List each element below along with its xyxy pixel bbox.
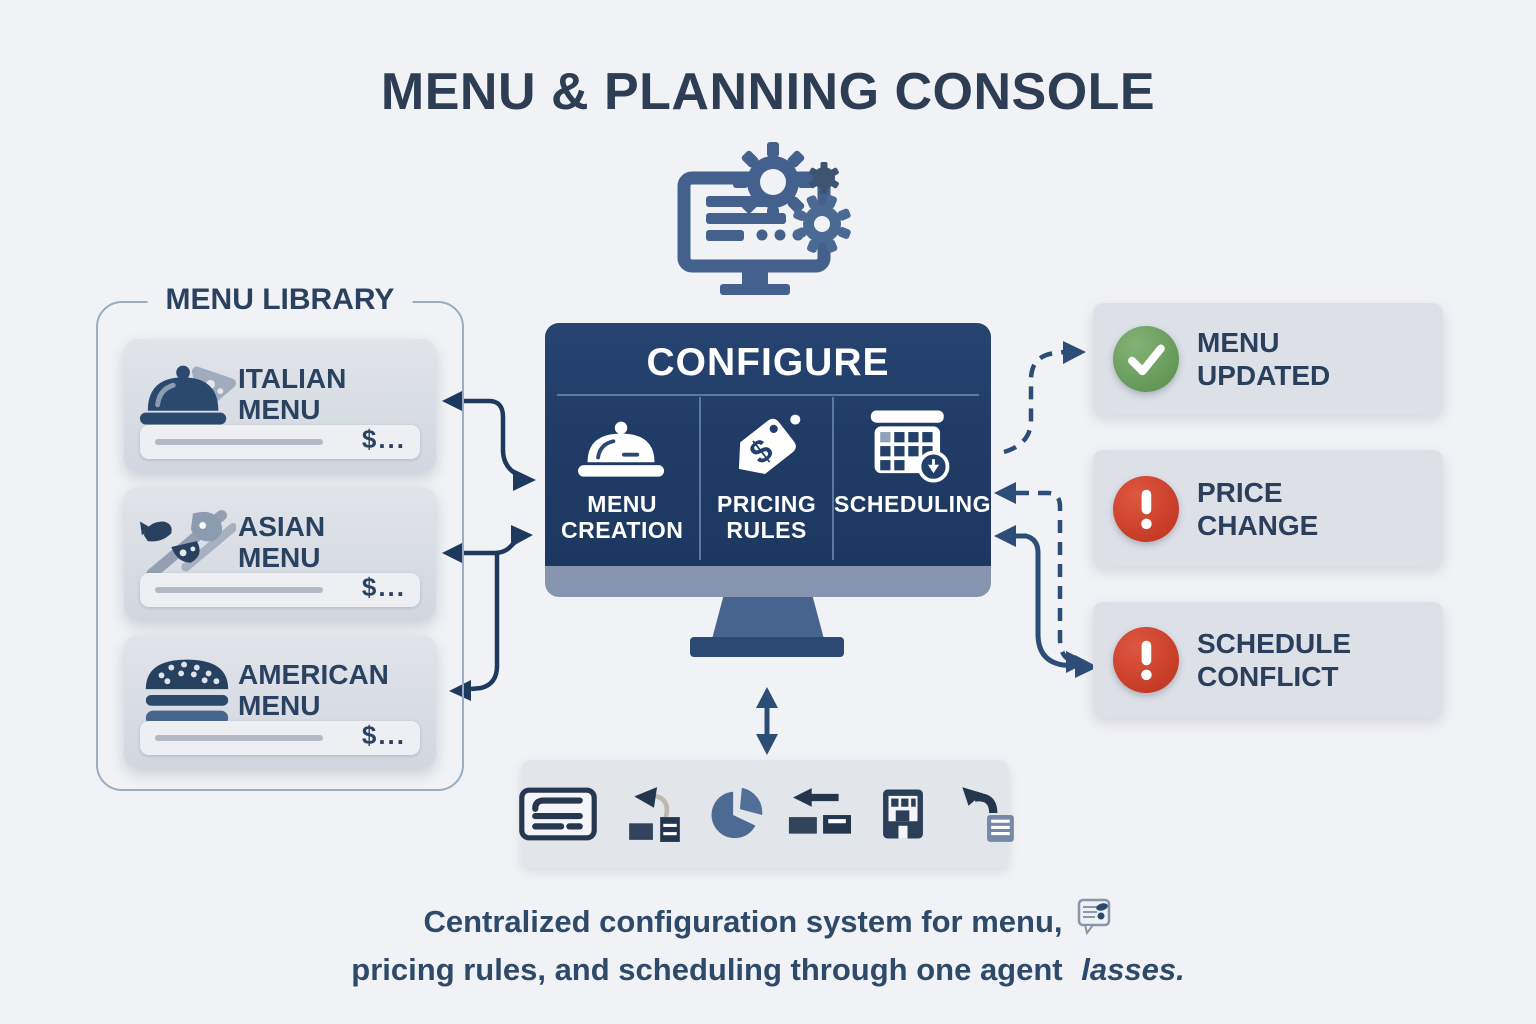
status-schedule-conflict[interactable]: SCHEDULE CONFLICT — [1093, 602, 1443, 718]
calendar-clock-icon — [869, 410, 955, 483]
monitor-base — [690, 637, 844, 657]
status-label: SCHEDULE CONFLICT — [1197, 628, 1352, 692]
status-label: PRICE CHANGE — [1197, 476, 1319, 541]
console-sections: MENU CREATION $ PRICING — [545, 397, 991, 560]
check-circle-icon — [1113, 326, 1179, 392]
tile-label: MENU CREATION — [560, 491, 684, 543]
menu-library-panel: MENU LIBRARY ITALIAN MENU $... — [96, 283, 464, 791]
tile-label: SCHEDULING — [833, 491, 991, 517]
monitor-stand — [712, 597, 824, 639]
price-bar: $... — [140, 424, 420, 459]
menu-card-name: ITALIAN MENU — [238, 363, 347, 425]
caption-line-1: Centralized configuration system for men… — [0, 896, 1536, 948]
caption: Centralized configuration system for men… — [0, 896, 1536, 990]
price-tag-dollar-icon: $ — [725, 411, 809, 483]
status-menu-updated[interactable]: MENU UPDATED — [1093, 303, 1443, 415]
tile-menu-creation[interactable]: MENU CREATION — [545, 397, 702, 560]
form-card-icon[interactable] — [512, 784, 604, 844]
status-label: MENU UPDATED — [1197, 327, 1331, 391]
tile-scheduling[interactable]: SCHEDULING — [834, 397, 991, 560]
configure-title: CONFIGURE — [646, 341, 890, 384]
menu-card-american[interactable]: AMERICAN MENU $... — [124, 635, 436, 768]
tile-label: PRICING RULES — [716, 491, 817, 543]
page-title: MENU & PLANNING CONSOLE — [380, 63, 1156, 121]
menu-card-italian[interactable]: ITALIAN MENU $... — [124, 339, 436, 472]
arrow-blocks-icon[interactable] — [788, 784, 854, 844]
screen-divider — [557, 394, 979, 396]
menu-card-asian[interactable]: ASIAN MENU $... — [124, 487, 436, 620]
chopsticks-sushi-icon — [138, 499, 238, 591]
pie-chart-icon[interactable] — [706, 784, 768, 844]
burger-icon — [138, 647, 236, 739]
note-icon — [1077, 896, 1113, 948]
price-placeholder-line — [155, 735, 323, 741]
price-text: $... — [361, 720, 406, 750]
price-text: $... — [361, 424, 406, 454]
menu-card-name: AMERICAN MENU — [238, 659, 389, 721]
alert-circle-icon — [1113, 475, 1179, 542]
caption-line-2: pricing rules, and scheduling through on… — [351, 952, 1185, 987]
cloche-pizza-icon — [138, 351, 236, 443]
status-price-change[interactable]: PRICE CHANGE — [1093, 450, 1443, 567]
price-bar: $... — [140, 572, 420, 607]
monitor-gears-icon — [670, 138, 865, 301]
menu-card-name: ASIAN MENU — [238, 511, 326, 573]
menu-library-title: MENU LIBRARY — [147, 283, 413, 317]
redo-note-icon[interactable] — [952, 784, 1018, 844]
price-placeholder-line — [155, 587, 323, 593]
price-text: $... — [361, 572, 406, 602]
undo-blocks-icon[interactable] — [624, 784, 686, 844]
tile-pricing-rules[interactable]: $ PRICING RULES — [701, 397, 834, 560]
price-placeholder-line — [155, 439, 323, 445]
monitor-chin — [545, 566, 991, 597]
building-grid-icon[interactable] — [874, 784, 932, 844]
alert-circle-icon — [1113, 627, 1179, 693]
price-bar: $... — [140, 720, 420, 755]
tools-tray — [519, 760, 1014, 868]
console-screen: CONFIGURE MENU CREATION — [545, 323, 991, 566]
cloche-icon — [578, 411, 666, 483]
